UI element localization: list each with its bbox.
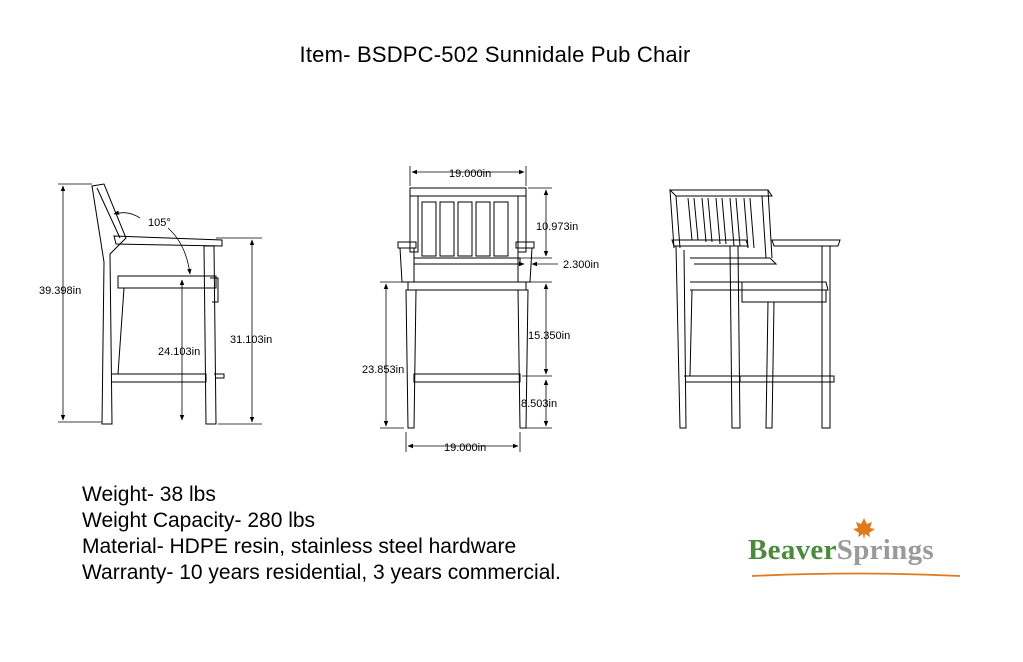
front-dimensions [380, 166, 558, 452]
brand-logo: BeaverSprings [748, 520, 978, 580]
dim-front-seat-height: 23.853in [362, 364, 404, 376]
perspective-view [668, 189, 841, 429]
dim-side-seat-height: 24.103in [158, 346, 200, 358]
side-view [91, 183, 225, 425]
side-dimensions [58, 183, 262, 425]
spec-material: Material- HDPE resin, stainless steel ha… [82, 535, 517, 558]
dim-front-width-top: 19.000in [449, 168, 491, 180]
dim-front-footrest-height: 8.503in [521, 398, 557, 410]
dim-front-width-bottom: 19.000in [444, 442, 486, 454]
dim-side-height: 39.398in [39, 285, 81, 297]
spec-weight: Weight- 38 lbs [82, 483, 216, 506]
dim-angle: 105° [148, 217, 171, 229]
logo-text: BeaverSprings [748, 534, 934, 567]
dim-front-arm-height: 2.300in [563, 259, 599, 271]
dim-front-back-height: 10.973in [536, 221, 578, 233]
logo-underline [751, 572, 961, 577]
dim-side-arm-height: 31.103in [230, 334, 272, 346]
logo-text-springs: Springs [836, 534, 934, 566]
front-view [397, 187, 535, 429]
dim-front-seat-to-footrest: 15.350in [528, 330, 570, 342]
spec-warranty: Warranty- 10 years residential, 3 years … [82, 561, 561, 584]
spec-list: Weight- 38 lbs Weight Capacity- 280 lbs … [82, 482, 561, 586]
page-title: Item- BSDPC-502 Sunnidale Pub Chair [299, 42, 691, 67]
spec-capacity: Weight Capacity- 280 lbs [82, 509, 316, 532]
maple-leaf-icon [853, 518, 875, 540]
logo-text-beaver: Beaver [748, 534, 837, 566]
